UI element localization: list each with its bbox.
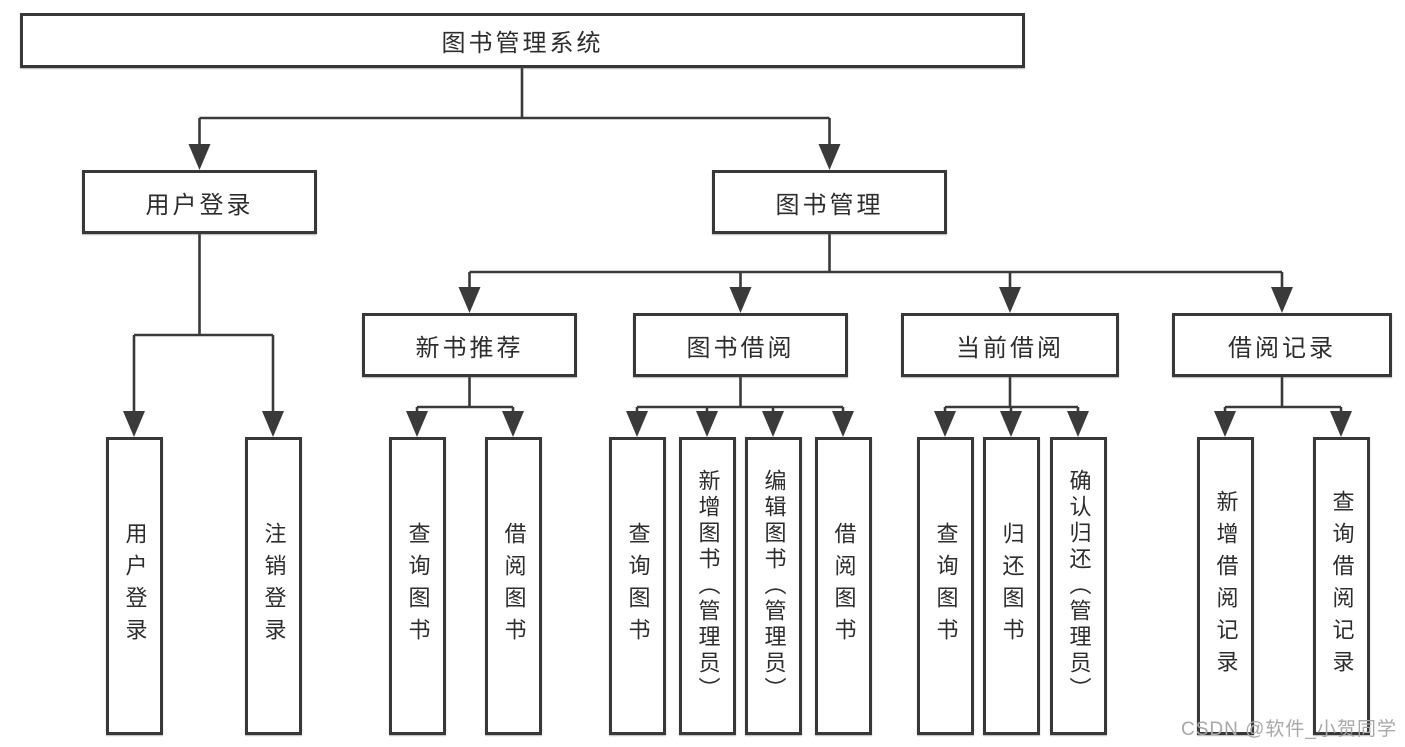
node-current-borrowing: 当前借阅 (901, 313, 1119, 377)
arrow-icon (1000, 411, 1022, 437)
arrow-icon (818, 144, 841, 170)
node-borrowing-records: 借阅记录 (1172, 313, 1392, 377)
node-book-management: 图书管理 (712, 170, 947, 234)
csdn-watermark: CSDN @软件_小贺同学 (1181, 719, 1397, 740)
node-label: 借阅图书 (501, 522, 527, 650)
node-label: 查询图书 (405, 522, 431, 650)
connector-root-to-level2 (198, 68, 831, 148)
leaf-add-book-admin: 新增图书（管理员） (679, 437, 736, 735)
node-label: 新增图书（管理员） (695, 469, 721, 703)
leaf-borrow-book: 借阅图书 (815, 437, 872, 735)
leaf-confirm-return-admin: 确认归还（管理员） (1050, 437, 1107, 735)
node-label: 用户登录 (145, 191, 254, 219)
node-label: 编辑图书（管理员） (761, 469, 787, 703)
arrowheads (123, 144, 1352, 437)
arrow-icon (406, 411, 428, 437)
leaf-user-login: 用户登录 (106, 437, 163, 735)
node-label: 查询图书 (625, 522, 651, 650)
arrow-icon (123, 411, 145, 437)
node-user-login: 用户登录 (82, 170, 317, 234)
arrow-icon (502, 411, 524, 437)
arrow-icon (762, 411, 784, 437)
node-label: 确认归还（管理员） (1066, 469, 1092, 703)
connector-book-borrow-children (635, 377, 845, 415)
node-label: 查询借阅记录 (1329, 490, 1355, 682)
leaf-logout: 注销登录 (245, 437, 302, 735)
arrow-icon (1067, 411, 1089, 437)
arrow-icon (832, 411, 854, 437)
node-label: 用户登录 (122, 522, 148, 650)
arrow-icon (999, 287, 1021, 313)
connector-new-book-children (415, 377, 515, 415)
node-book-borrowing: 图书借阅 (633, 313, 848, 377)
node-label: 新书推荐 (415, 334, 524, 362)
leaf-edit-book-admin: 编辑图书（管理员） (745, 437, 802, 735)
node-label: 当前借阅 (956, 334, 1064, 362)
arrow-icon (1214, 411, 1236, 437)
node-label: 借阅图书 (831, 522, 857, 650)
connector-book-mgmt-to-level3 (468, 234, 1284, 291)
leaf-query-book-borrowing: 查询图书 (609, 437, 666, 735)
arrow-icon (458, 287, 481, 313)
arrow-icon (188, 144, 211, 170)
arrow-icon (1330, 411, 1352, 437)
leaf-return-book: 归还图书 (983, 437, 1040, 735)
arrow-icon (262, 411, 284, 437)
node-label: 注销登录 (261, 522, 287, 650)
node-label: 新增借阅记录 (1213, 490, 1239, 682)
arrow-icon (1271, 287, 1293, 313)
connector-user-login-children (132, 234, 275, 415)
node-label: 归还图书 (999, 522, 1025, 650)
leaf-borrow-book-recommend: 借阅图书 (485, 437, 542, 735)
node-new-book-recommendation: 新书推荐 (362, 313, 577, 377)
node-label: 借阅记录 (1228, 334, 1336, 362)
leaf-query-borrow-record: 查询借阅记录 (1313, 437, 1370, 735)
connector-current-borrow-children (943, 377, 1080, 415)
node-label: 图书管理 (775, 191, 884, 219)
connector-borrow-record-children (1223, 377, 1343, 415)
node-label: 图书借阅 (686, 334, 795, 362)
arrow-icon (934, 411, 956, 437)
node-label: 查询图书 (933, 522, 959, 650)
node-library-management-system: 图书管理系统 (20, 13, 1025, 68)
arrow-icon (696, 411, 718, 437)
arrow-icon (729, 287, 752, 313)
arrow-icon (626, 411, 648, 437)
node-label: 图书管理系统 (441, 30, 604, 57)
leaf-add-borrow-record: 新增借阅记录 (1197, 437, 1254, 735)
leaf-query-book-current: 查询图书 (917, 437, 974, 735)
leaf-query-book-recommend: 查询图书 (389, 437, 446, 735)
